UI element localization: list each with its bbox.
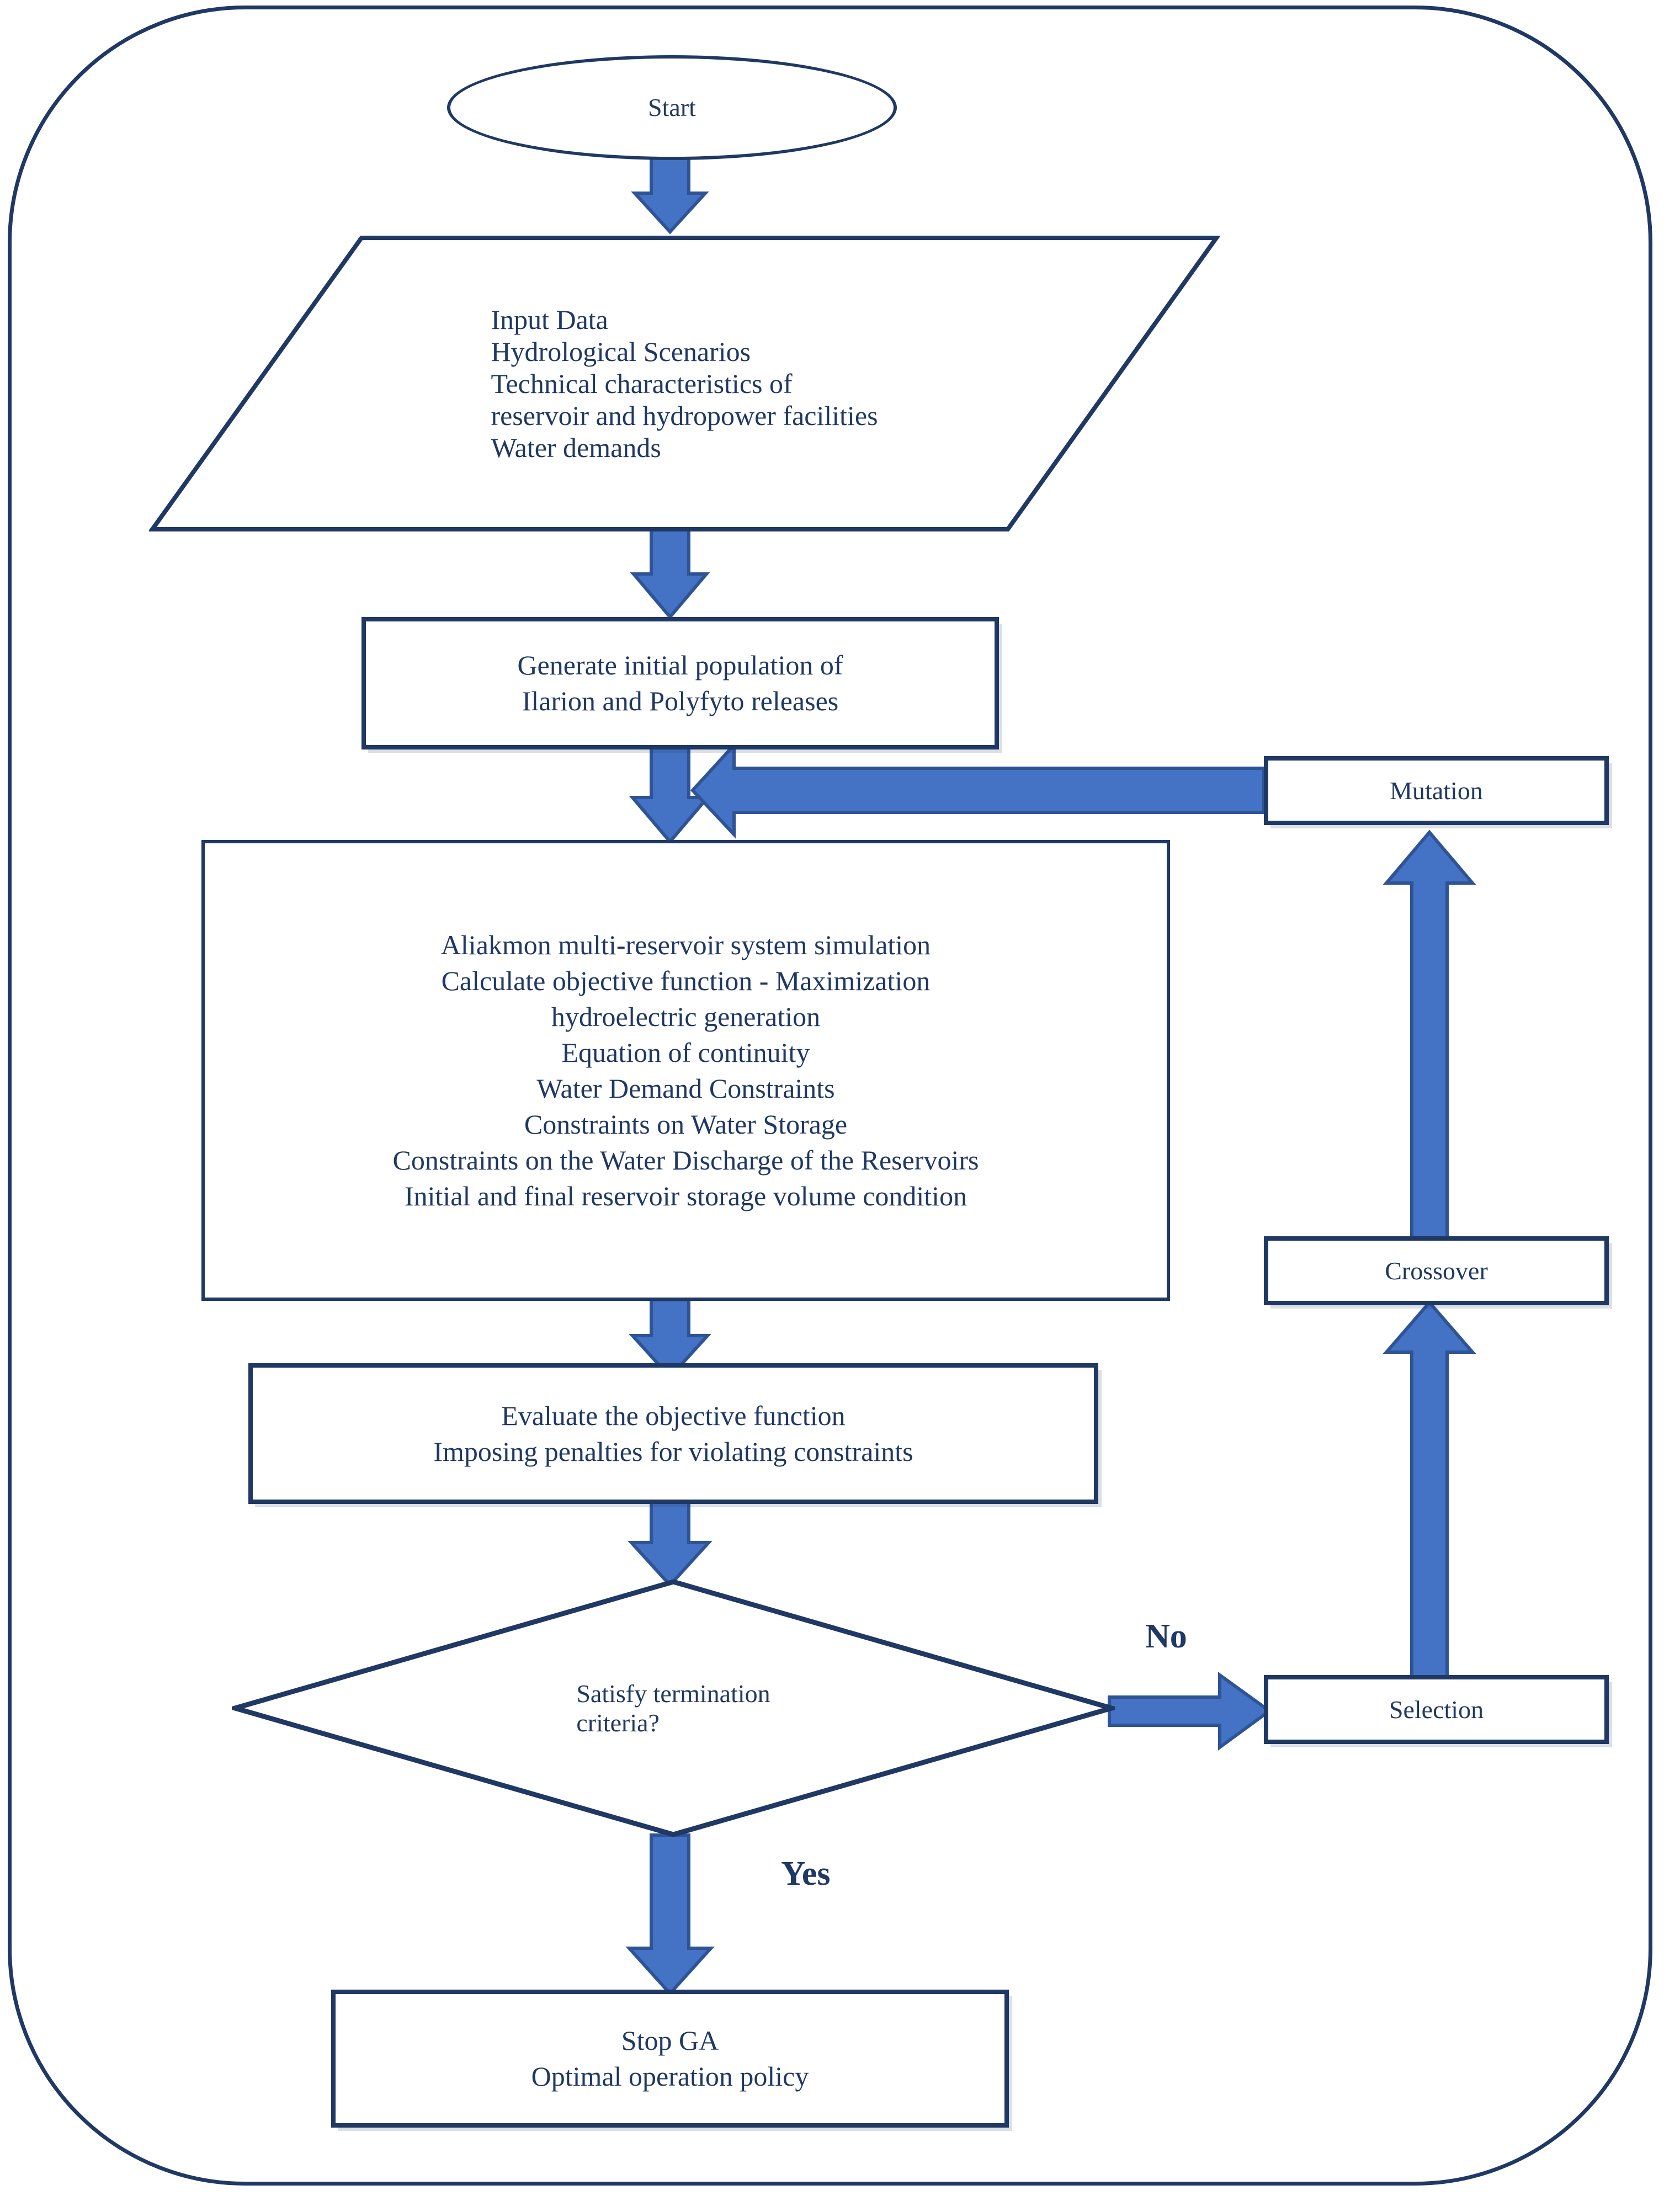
node-simulation-text: Aliakmon multi-reservoir system simulati…	[393, 927, 979, 1214]
node-generate-initial-population[interactable]: Generate initial population of Ilarion a…	[361, 617, 999, 749]
node-evaluate-text: Evaluate the objective function Imposing…	[433, 1398, 913, 1470]
node-simulation-constraints[interactable]: Aliakmon multi-reservoir system simulati…	[201, 840, 1170, 1301]
branch-label-yes-text: Yes	[781, 1855, 831, 1892]
node-decision-termination[interactable]: Satisfy termination criteria?	[232, 1578, 1115, 1838]
simulate-line-1: Aliakmon multi-reservoir system simulati…	[440, 929, 931, 960]
branch-label-no-text: No	[1145, 1618, 1187, 1655]
simulate-line-8: Initial and final reservoir storage volu…	[404, 1180, 967, 1211]
node-mutation[interactable]: Mutation	[1264, 756, 1609, 825]
stop-line-2: Optimal operation policy	[531, 2061, 809, 2092]
input-line-1: Input Data	[491, 304, 608, 335]
node-stop-text: Stop GA Optimal operation policy	[531, 2023, 809, 2094]
parallelogram-shape	[149, 236, 1220, 531]
node-decision-text: Satisfy termination criteria?	[232, 1578, 1115, 1838]
node-selection[interactable]: Selection	[1264, 1675, 1609, 1744]
node-start[interactable]: Start	[447, 55, 897, 160]
simulate-line-3: hydroelectric generation	[551, 1001, 821, 1032]
node-crossover[interactable]: Crossover	[1264, 1236, 1609, 1305]
node-selection-label: Selection	[1389, 1695, 1484, 1724]
generate-line-1: Generate initial population of	[517, 650, 843, 680]
input-line-2: Hydrological Scenarios	[491, 336, 751, 367]
node-input-data-text: Input Data Hydrological Scenarios Techni…	[149, 235, 1220, 533]
branch-label-no: No	[1145, 1617, 1187, 1656]
input-line-3: Technical characteristics of	[491, 368, 793, 399]
node-crossover-label: Crossover	[1385, 1256, 1488, 1285]
diamond-shape	[232, 1579, 1115, 1837]
simulate-line-4: Equation of continuity	[561, 1036, 810, 1068]
input-line-4: reservoir and hydropower facilities	[491, 400, 878, 431]
stop-line-1: Stop GA	[621, 2025, 719, 2056]
node-stop-ga[interactable]: Stop GA Optimal operation policy	[331, 1990, 1009, 2128]
simulate-line-7: Constraints on the Water Discharge of th…	[392, 1144, 979, 1176]
node-evaluate-objective[interactable]: Evaluate the objective function Imposing…	[248, 1363, 1098, 1504]
node-mutation-label: Mutation	[1390, 776, 1483, 805]
evaluate-line-1: Evaluate the objective function	[501, 1400, 846, 1431]
simulate-line-2: Calculate objective function - Maximizat…	[441, 965, 931, 996]
node-input-data[interactable]: Input Data Hydrological Scenarios Techni…	[149, 235, 1220, 533]
node-generate-text: Generate initial population of Ilarion a…	[517, 647, 843, 719]
evaluate-line-2: Imposing penalties for violating constra…	[433, 1436, 913, 1467]
branch-label-yes: Yes	[781, 1854, 831, 1894]
simulate-line-5: Water Demand Constraints	[536, 1072, 835, 1104]
simulate-line-6: Constraints on Water Storage	[524, 1108, 848, 1140]
node-start-label: Start	[648, 93, 696, 122]
generate-line-2: Ilarion and Polyfyto releases	[522, 685, 839, 716]
outer-rounded-frame	[8, 6, 1652, 2186]
decision-line-2: criteria?	[576, 1709, 660, 1737]
decision-line-1: Satisfy termination	[576, 1679, 770, 1708]
input-line-5: Water demands	[491, 432, 661, 463]
